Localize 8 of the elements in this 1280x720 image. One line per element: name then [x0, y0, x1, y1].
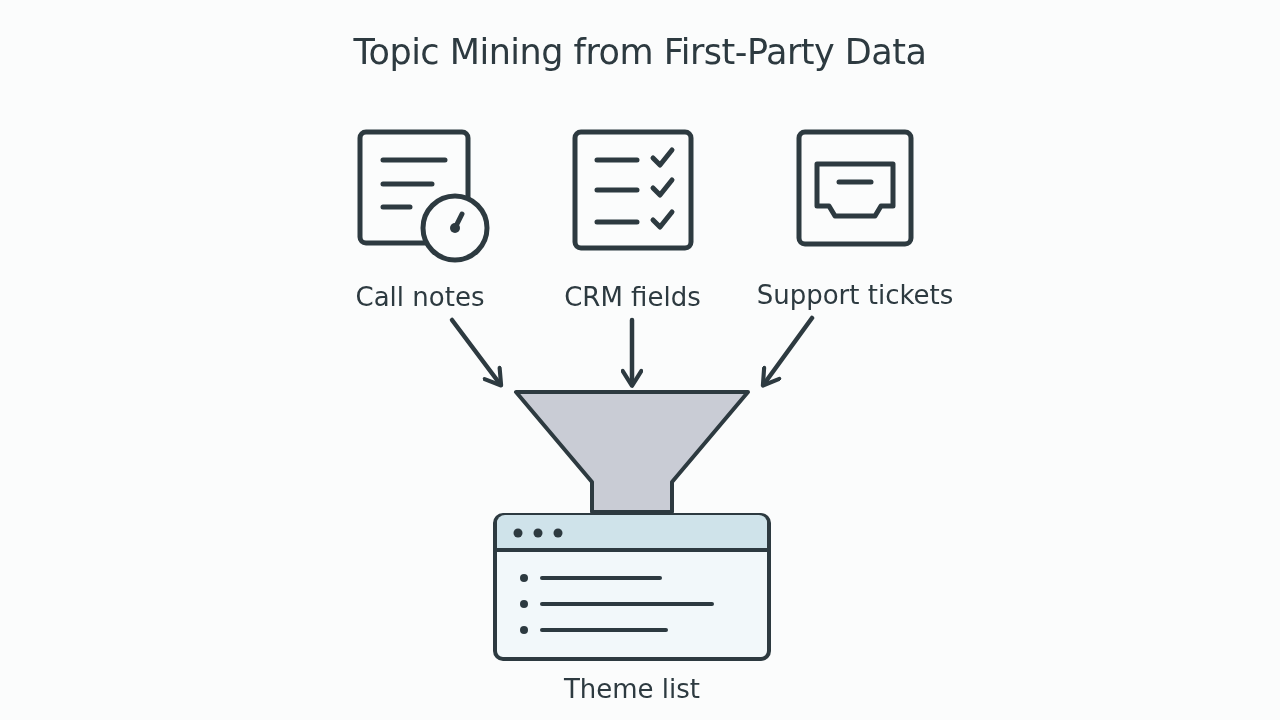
arrow	[620, 317, 644, 388]
node-label: CRM fields	[564, 282, 701, 312]
node-label: Call notes	[355, 282, 485, 312]
arrow	[449, 317, 504, 388]
node-label: Support tickets	[756, 280, 954, 310]
diagram-title: Topic Mining from First-Party Data	[352, 32, 928, 72]
node-label: Theme list	[563, 674, 701, 704]
arrow	[760, 315, 815, 388]
